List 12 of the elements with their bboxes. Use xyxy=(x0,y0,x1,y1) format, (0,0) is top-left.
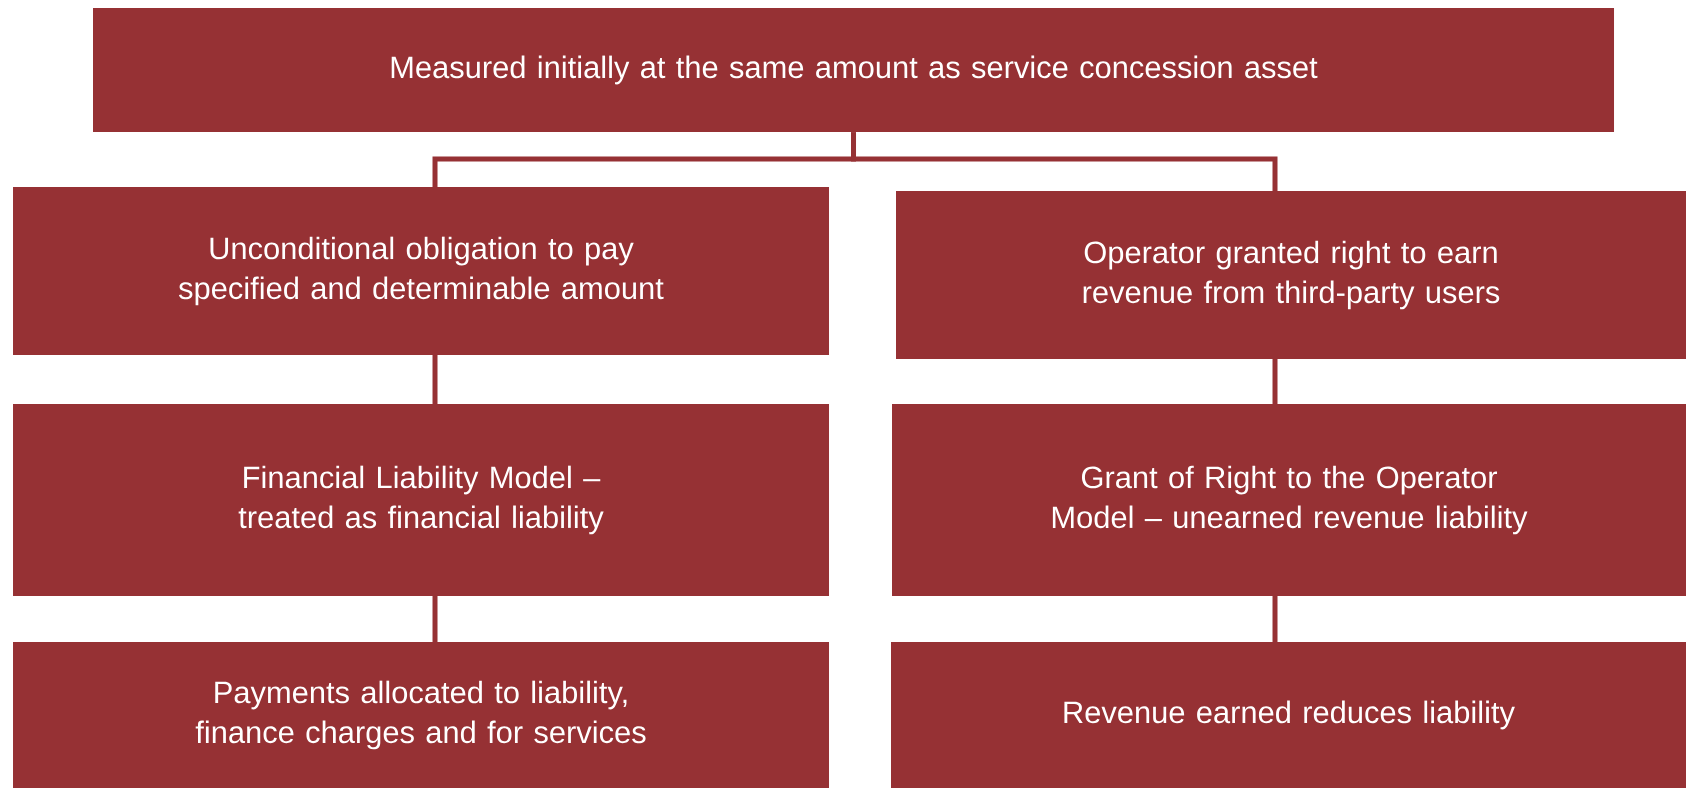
text-box: Grant of Right to the Operator Model – unearned revenue liability xyxy=(892,404,1686,596)
connector-line xyxy=(1272,359,1278,404)
text-box: Unconditional obligation to pay specified and determinable amount xyxy=(13,187,829,355)
connector-line xyxy=(432,355,438,404)
text-box: Revenue earned reduces liability xyxy=(891,642,1686,788)
connector-line xyxy=(432,596,438,642)
text-box: Measured initially at the same amount as service concession asset xyxy=(93,8,1614,132)
text-box: Payments allocated to liability, finance charges and for services xyxy=(13,642,829,788)
text-box: Financial Liability Model – treated as financial liability xyxy=(13,404,829,596)
connector-line xyxy=(851,132,1278,191)
connector-line xyxy=(1272,596,1278,642)
text-box: Operator granted right to earn revenue from third-party users xyxy=(896,191,1686,359)
